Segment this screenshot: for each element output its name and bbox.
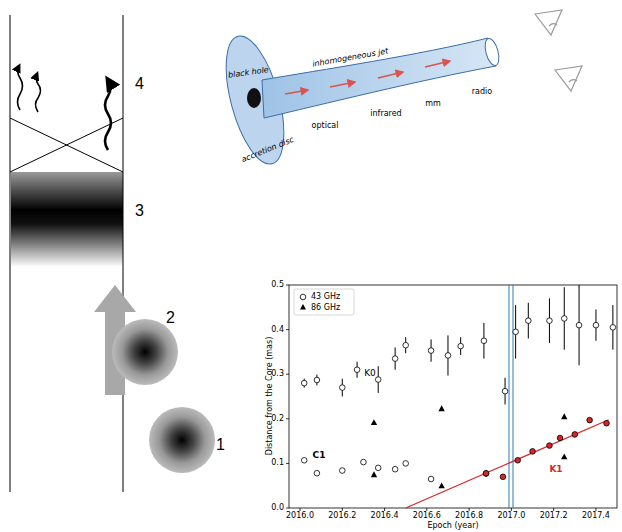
data-point: [445, 353, 451, 359]
band-label: mm: [425, 100, 441, 108]
data-triangle: [561, 413, 567, 419]
y-tick: [286, 329, 289, 330]
callout-number: 4: [135, 76, 144, 92]
tick-label: 2016.8: [455, 512, 483, 520]
x-tick: [469, 508, 470, 511]
data-point: [375, 465, 381, 471]
tick-label: 2017.4: [582, 512, 610, 520]
data-point: [604, 420, 610, 426]
data-point: [392, 466, 398, 472]
tick-label: 2016.2: [328, 512, 356, 520]
y-tick: [286, 463, 289, 464]
data-point: [375, 377, 381, 383]
axis-title: Epoch (year): [427, 522, 478, 530]
tick-label: 2017.2: [540, 512, 568, 520]
series-label: K0: [364, 369, 376, 378]
tick-label: 0.5: [271, 281, 284, 289]
y-tick: [286, 374, 289, 375]
data-point: [481, 338, 487, 344]
tick-label: 0.2: [271, 415, 284, 423]
data-point: [593, 322, 599, 328]
data-point: [572, 432, 578, 438]
data-point: [458, 343, 464, 349]
x-tick: [342, 508, 343, 511]
data-point: [483, 470, 489, 476]
tick-label: 2016.6: [413, 512, 441, 520]
axis-title: Distance from the Core (mas): [266, 337, 274, 456]
band-label: infrared: [370, 110, 401, 118]
jet-tube: [10, 15, 215, 492]
data-point: [314, 377, 320, 383]
data-point: [576, 322, 582, 328]
data-point: [483, 471, 489, 477]
eye-icon: [535, 10, 582, 91]
data-point: [500, 474, 506, 480]
y-tick: [286, 285, 289, 286]
data-point: [354, 367, 360, 373]
callout-number: 2: [166, 310, 175, 326]
data-point: [547, 443, 553, 449]
data-point: [557, 435, 563, 441]
data-point: [314, 470, 320, 476]
data-point: [428, 476, 434, 482]
x-tick: [300, 508, 301, 511]
jet-schematic: [215, 30, 502, 170]
chart-frame: [289, 285, 617, 508]
data-point: [547, 318, 553, 324]
data-point: [513, 329, 519, 335]
tick-label: 0.4: [271, 326, 284, 334]
x-tick: [426, 508, 427, 511]
data-point: [361, 459, 367, 465]
data-point: [515, 457, 521, 463]
data-point: [502, 388, 508, 394]
data-point: [301, 380, 307, 386]
data-triangle: [561, 454, 567, 460]
tick-label: 0.3: [271, 370, 284, 378]
data-point: [403, 342, 409, 348]
data-triangle: [438, 483, 444, 489]
callout-number: 1: [216, 437, 225, 453]
data-point: [403, 461, 409, 467]
callout-number: 3: [135, 203, 144, 219]
data-triangle: [371, 471, 377, 477]
x-tick: [384, 508, 385, 511]
data-point: [610, 325, 616, 331]
data-triangle: [371, 419, 377, 425]
y-tick: [286, 508, 289, 509]
legend-text: 43 GHz: [311, 293, 340, 301]
data-point: [339, 385, 345, 391]
series-label: C1: [313, 451, 326, 460]
x-tick: [595, 508, 596, 511]
data-point: [428, 348, 434, 354]
tick-label: 2017.0: [497, 512, 525, 520]
series-label: K1: [549, 465, 562, 474]
legend-text: 86 GHz: [311, 304, 340, 312]
tick-label: 0.1: [271, 459, 284, 467]
tick-label: 2016.4: [371, 512, 399, 520]
data-point: [587, 417, 593, 423]
data-point: [530, 449, 536, 455]
data-point: [392, 356, 398, 362]
fit-line: [406, 420, 609, 508]
data-point: [526, 318, 532, 324]
x-tick: [511, 508, 512, 511]
x-tick: [553, 508, 554, 511]
y-tick: [286, 418, 289, 419]
band-label: radio: [472, 88, 492, 96]
tick-label: 0.0: [271, 504, 284, 512]
band-label: optical: [312, 122, 339, 130]
data-point: [301, 457, 307, 463]
data-triangle: [438, 405, 444, 411]
data-point: [339, 468, 345, 474]
tick-label: 2016.0: [286, 512, 314, 520]
data-point: [561, 316, 567, 322]
